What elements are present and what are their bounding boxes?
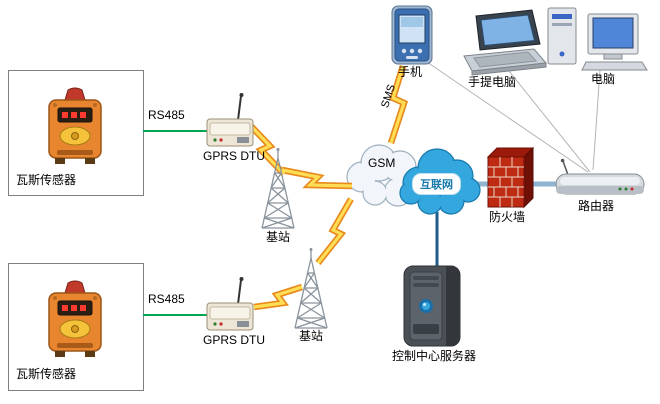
gas-sensor-icon-bottom bbox=[48, 280, 102, 358]
gprs-dtu-icon-bottom bbox=[206, 276, 254, 331]
gas-sensor-icon-top bbox=[48, 87, 102, 165]
label-rs485-bottom: RS485 bbox=[148, 292, 185, 306]
label-server: 控制中心服务器 bbox=[392, 349, 477, 363]
label-internet-cloud: 互联网 bbox=[412, 173, 461, 195]
wireless-bolts bbox=[244, 65, 408, 311]
label-rs485-top: RS485 bbox=[148, 108, 185, 122]
server-icon bbox=[403, 265, 461, 347]
gprs-dtu-icon-top bbox=[206, 92, 254, 147]
label-firewall: 防火墙 bbox=[489, 210, 526, 224]
label-base-station-bottom: 基站 bbox=[299, 329, 324, 343]
router-icon bbox=[555, 158, 645, 195]
label-base-station-top: 基站 bbox=[266, 230, 291, 244]
label-gas-sensor-bottom: 瓦斯传感器 bbox=[16, 367, 77, 381]
label-phone: 手机 bbox=[398, 65, 423, 79]
desktop-icon bbox=[547, 7, 648, 71]
rs485-links bbox=[143, 130, 210, 316]
firewall-icon bbox=[486, 146, 535, 209]
phone-icon bbox=[391, 5, 433, 65]
label-gprs-dtu-bottom: GPRS DTU bbox=[203, 333, 266, 347]
label-gprs-dtu-top: GPRS DTU bbox=[203, 149, 266, 163]
label-laptop: 手提电脑 bbox=[468, 75, 517, 89]
label-gsm-cloud: GSM bbox=[368, 156, 396, 170]
label-gas-sensor-top: 瓦斯传感器 bbox=[16, 173, 77, 187]
lan-links bbox=[423, 59, 601, 173]
laptop-icon bbox=[463, 9, 547, 76]
label-router: 路由器 bbox=[578, 199, 615, 213]
label-pc: 电脑 bbox=[591, 72, 616, 86]
